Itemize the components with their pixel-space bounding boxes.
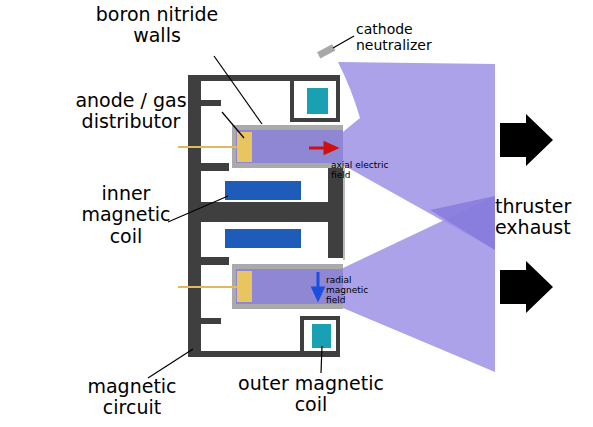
- electric-field-arrow: [309, 143, 336, 153]
- plume-bottom: [343, 196, 495, 372]
- cathode: [317, 44, 335, 58]
- field-label: radial magnetic field: [326, 275, 386, 305]
- leader-line: [148, 36, 354, 378]
- inner-coil: [225, 181, 301, 200]
- part-label: boron nitride walls: [92, 4, 222, 47]
- part-label: inner magnetic coil: [74, 183, 178, 247]
- channel-wall: [232, 125, 343, 168]
- exhaust-arrow: [500, 114, 553, 166]
- part-label: magnetic circuit: [72, 376, 192, 419]
- exhaust-arrow: [500, 261, 553, 313]
- outer-coil: [312, 324, 331, 348]
- anode: [237, 132, 252, 162]
- inner-coil: [225, 229, 301, 248]
- plume-top: [338, 62, 495, 250]
- part-label: anode / gas distributor: [36, 90, 226, 133]
- anode-wire: [178, 286, 237, 288]
- anode: [237, 271, 252, 302]
- magnetic-field-arrow: [313, 272, 323, 299]
- field-label: axial electric field: [331, 160, 393, 180]
- anode-wire: [178, 146, 237, 148]
- outer-coil: [307, 88, 328, 114]
- magnetic-circuit: [188, 75, 345, 357]
- part-label: cathode neutralizer: [356, 22, 446, 53]
- part-label: thruster exhaust: [495, 196, 590, 239]
- plume-overlap: [430, 196, 495, 250]
- channel: [236, 130, 343, 163]
- part-label: outer magnetic coil: [222, 373, 400, 416]
